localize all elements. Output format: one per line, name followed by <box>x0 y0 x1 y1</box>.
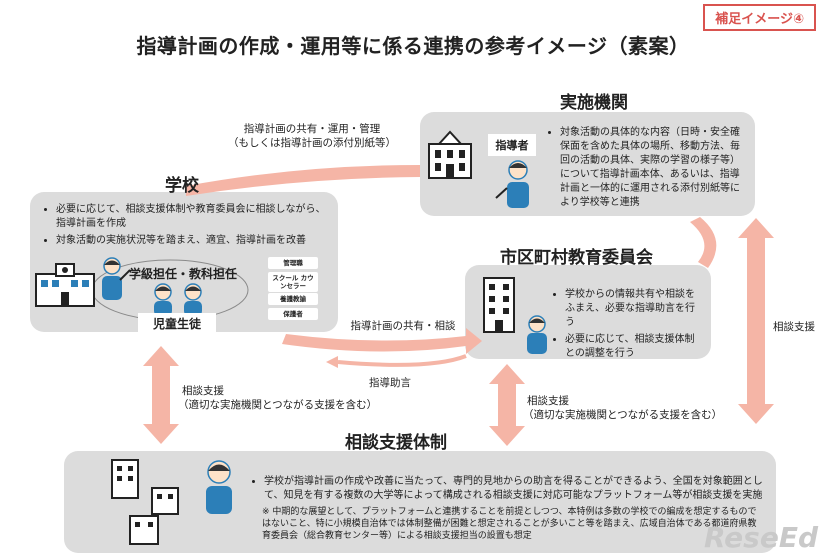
gakko-bullet-2: 対象活動の実施状況等を踏まえ、適宜、指導計画を改善 <box>56 234 332 248</box>
jisshi-bullet: 対象活動の具体的な内容（日時・安全確保面を含めた具体の場所、移動方法、毎回の活動… <box>560 126 748 210</box>
teacher-icon <box>90 256 131 304</box>
student-icons <box>148 282 208 320</box>
role-instructor: 指導者 <box>488 134 536 156</box>
building-icon <box>425 130 475 184</box>
gakko-bullets: 必要に応じて、相談支援体制や教育委員会に相談しながら、指導計画を作成 対象活動の… <box>44 203 332 251</box>
label-left-support-1: 相談支援 <box>182 385 224 397</box>
label-top-share-2: （もしくは指導計画の添付別紙等） <box>228 137 396 149</box>
person-instructor-icon <box>494 158 540 212</box>
gakko-heading: 学校 <box>165 176 199 196</box>
office-building-icon <box>478 274 522 338</box>
jisshi-heading: 実施機関 <box>560 93 628 113</box>
iinkai-bullet-1: 学校からの情報共有や相談をふまえ、必要な指導助言を行う <box>565 288 703 330</box>
arrow-right-vertical <box>738 218 774 238</box>
label-share-consult: 指導計画の共有・相談 <box>350 320 456 332</box>
school-building-icon <box>34 262 96 312</box>
soudan-panel <box>64 451 776 553</box>
label-mid-support-2: （適切な実施機関とつながる支援を含む） <box>523 409 723 421</box>
iinkai-bullet-2: 必要に応じて、相談支援体制との調整を行う <box>565 333 703 361</box>
soudan-bullet: 学校が指導計画の作成や改善に当たって、専門的見地からの助言を得ることができるよう… <box>264 475 772 503</box>
staff-counselor: スクール カウンセラー <box>268 272 318 292</box>
university-buildings-icon <box>100 458 190 552</box>
arrow-left-vertical <box>143 346 179 366</box>
staff-nurse: 養護教諭 <box>268 293 318 305</box>
consultant-icon <box>198 458 240 518</box>
iinkai-heading: 市区町村教育委員会 <box>500 248 653 268</box>
staff-admin: 管理職 <box>268 257 318 269</box>
jisshi-panel <box>420 112 755 216</box>
label-top-share-1: 指導計画の共有・運用・管理 <box>243 123 381 135</box>
soudan-note: ※ 中期的な展望として、プラットフォームと連携することを前提としつつ、本特例は多… <box>262 507 757 541</box>
label-advice: 指導助言 <box>369 377 411 389</box>
teacher-label: 学級担任・教科担任 <box>128 267 237 281</box>
watermark-logo: ReseEd <box>704 521 818 554</box>
label-mid-support-1: 相談支援 <box>527 395 569 407</box>
soudan-bullets: 学校が指導計画の作成や改善に当たって、専門的見地からの助言を得ることができるよう… <box>252 475 772 506</box>
page-title: 指導計画の作成・運用等に係る連携の参考イメージ（素案） <box>136 34 690 58</box>
label-left-support-2: （適切な実施機関とつながる支援を含む） <box>178 399 378 411</box>
label-right-support: 相談支援 <box>773 321 815 333</box>
arrow-school-iinkai <box>282 334 466 352</box>
jisshi-bullets: 対象活動の具体的な内容（日時・安全確保面を含めた具体の場所、移動方法、毎回の活動… <box>548 126 748 213</box>
arrow-mid-vertical <box>489 364 525 384</box>
staff-guardian: 保護者 <box>268 308 318 320</box>
official-icon <box>522 314 552 358</box>
iinkai-bullets: 学校からの情報共有や相談をふまえ、必要な指導助言を行う 必要に応じて、相談支援体… <box>553 288 703 364</box>
arrow-advice <box>337 354 467 367</box>
arrow-jisshi-iinkai <box>690 217 717 268</box>
soudan-heading: 相談支援体制 <box>345 433 447 453</box>
supplement-badge: 補足イメージ④ <box>703 4 816 31</box>
arrow-school-jisshi <box>186 165 420 196</box>
student-label: 児童生徒 <box>138 313 216 334</box>
gakko-bullet-1: 必要に応じて、相談支援体制や教育委員会に相談しながら、指導計画を作成 <box>56 203 332 231</box>
